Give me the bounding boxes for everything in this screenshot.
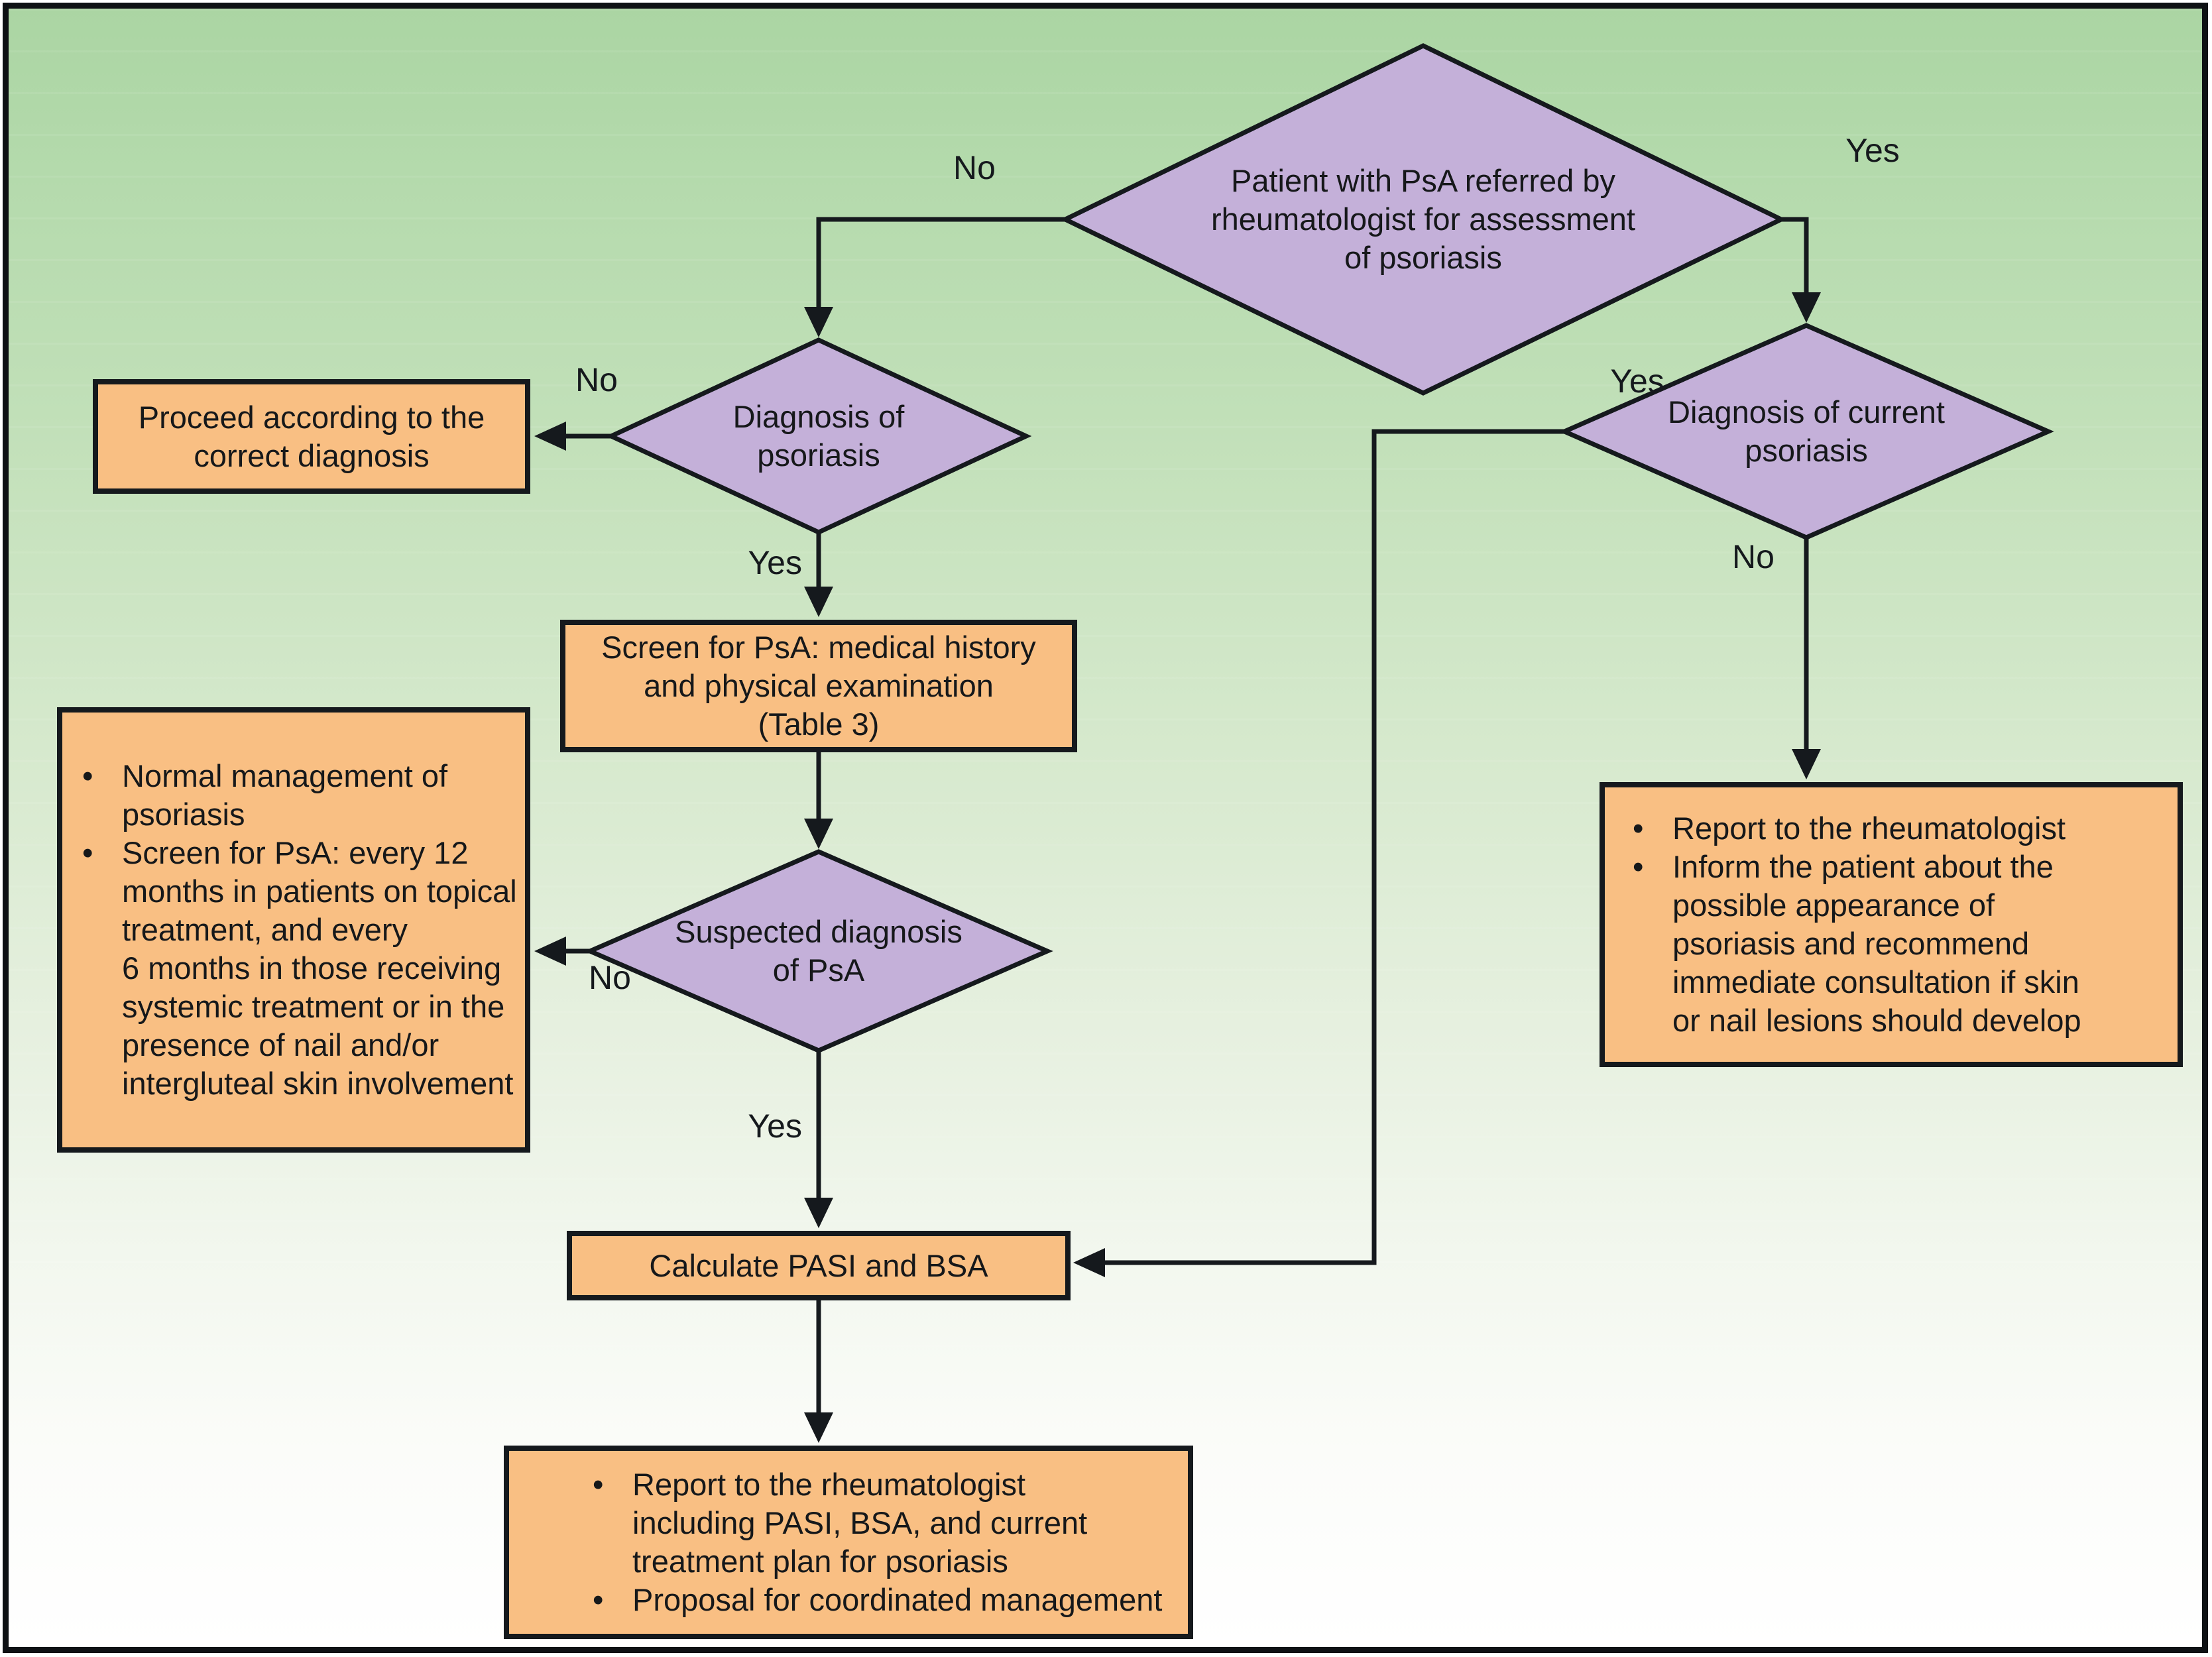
edge-label-suspected-no: No	[589, 959, 631, 996]
edge-label-current-no: No	[1732, 538, 1775, 575]
inform-bullet-list: Report to the rheumatologist Inform the …	[1629, 809, 2081, 1040]
edge-label-referral-no: No	[953, 149, 996, 186]
proceed-box: Proceed according to the correct diagnos…	[93, 379, 530, 494]
edge-label-current-yes: Yes	[1610, 363, 1664, 400]
edge-referral-yes	[1781, 217, 1809, 292]
suspected-diamond-label: Suspected diagnosis of PsA	[675, 914, 962, 988]
inform-bullet-2: Inform the patient about the possible ap…	[1629, 848, 2081, 1040]
edge-label-diagnosis-yes: Yes	[748, 544, 802, 581]
management-box: Normal management of psoriasis Screen fo…	[57, 707, 530, 1153]
calculate-box: Calculate PASI and BSA	[567, 1231, 1071, 1300]
arrowhead-screen-to-suspected	[804, 819, 833, 849]
management-bullet-2: Screen for PsA: every 12 months in patie…	[78, 834, 517, 1103]
report-box: Report to the rheumatologist including P…	[504, 1446, 1193, 1639]
edge-current-yes	[1105, 429, 1564, 1265]
current-diamond-shape	[1558, 323, 2054, 540]
arrowhead-referral-no	[804, 307, 833, 337]
arrowhead-current-no	[1792, 749, 1821, 779]
arrowhead-calculate-to-report	[804, 1412, 833, 1443]
calculate-box-label: Calculate PASI and BSA	[649, 1247, 988, 1283]
edge-referral-no	[816, 217, 1065, 307]
current-diamond-label: Diagnosis of current psoriasis	[1668, 394, 1945, 468]
referral-diamond-shape	[1059, 43, 1787, 396]
diagnosis-diamond-shape	[605, 337, 1032, 535]
report-bullet-2: Proposal for coordinated management	[589, 1581, 1162, 1619]
arrowhead-suspected-yes	[804, 1198, 833, 1228]
arrowhead-suspected-no	[534, 937, 566, 966]
report-bullet-list: Report to the rheumatologist including P…	[589, 1465, 1162, 1619]
report-bullet-1: Report to the rheumatologist including P…	[589, 1465, 1162, 1581]
inform-box: Report to the rheumatologist Inform the …	[1600, 782, 2183, 1067]
screen-box: Screen for PsA: medical history and phys…	[560, 620, 1077, 752]
suspected-diamond-shape	[584, 849, 1053, 1053]
edge-label-referral-yes: Yes	[1845, 132, 1900, 169]
management-bullet-1: Normal management of psoriasis	[78, 757, 517, 834]
edge-label-suspected-yes: Yes	[748, 1108, 802, 1145]
proceed-box-label: Proceed according to the correct diagnos…	[138, 399, 485, 473]
arrowhead-diagnosis-no	[534, 422, 566, 451]
inform-bullet-1: Report to the rheumatologist	[1629, 809, 2081, 848]
edge-label-diagnosis-no: No	[575, 361, 618, 398]
management-bullet-list: Normal management of psoriasis Screen fo…	[78, 757, 517, 1103]
arrowhead-diagnosis-yes	[804, 587, 833, 617]
arrowhead-current-yes	[1073, 1248, 1105, 1277]
arrowhead-referral-yes	[1792, 292, 1821, 323]
screen-box-label: Screen for PsA: medical history and phys…	[601, 630, 1036, 742]
referral-diamond-label: Patient with PsA referred by rheumatolog…	[1210, 163, 1635, 275]
diagnosis-diamond-label: Diagnosis of psoriasis	[732, 399, 905, 473]
